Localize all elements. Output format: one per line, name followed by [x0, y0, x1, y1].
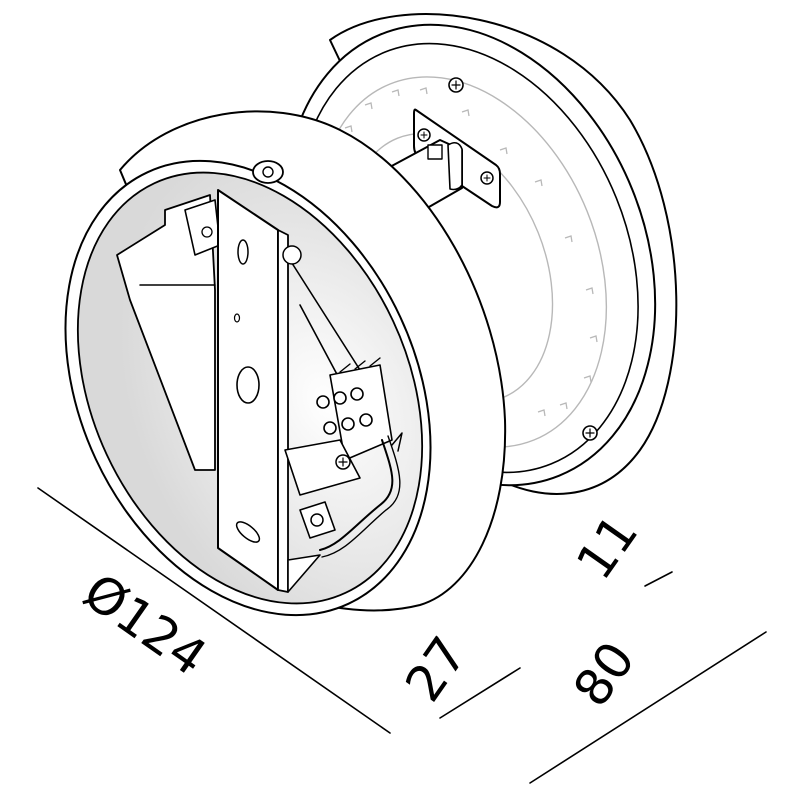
set-screw-icon	[252, 160, 284, 184]
led-markers	[344, 87, 598, 417]
dimension-total-depth-label: 80	[562, 631, 646, 716]
inner-components	[116, 189, 403, 593]
dimension-lines	[37, 487, 767, 784]
dimension-diffuser-depth-label: 11	[565, 504, 649, 589]
dimension-base-depth-label: 27	[394, 626, 478, 711]
screw-icon	[448, 77, 464, 93]
screw-icon	[582, 425, 598, 441]
terminal-block	[284, 357, 393, 496]
